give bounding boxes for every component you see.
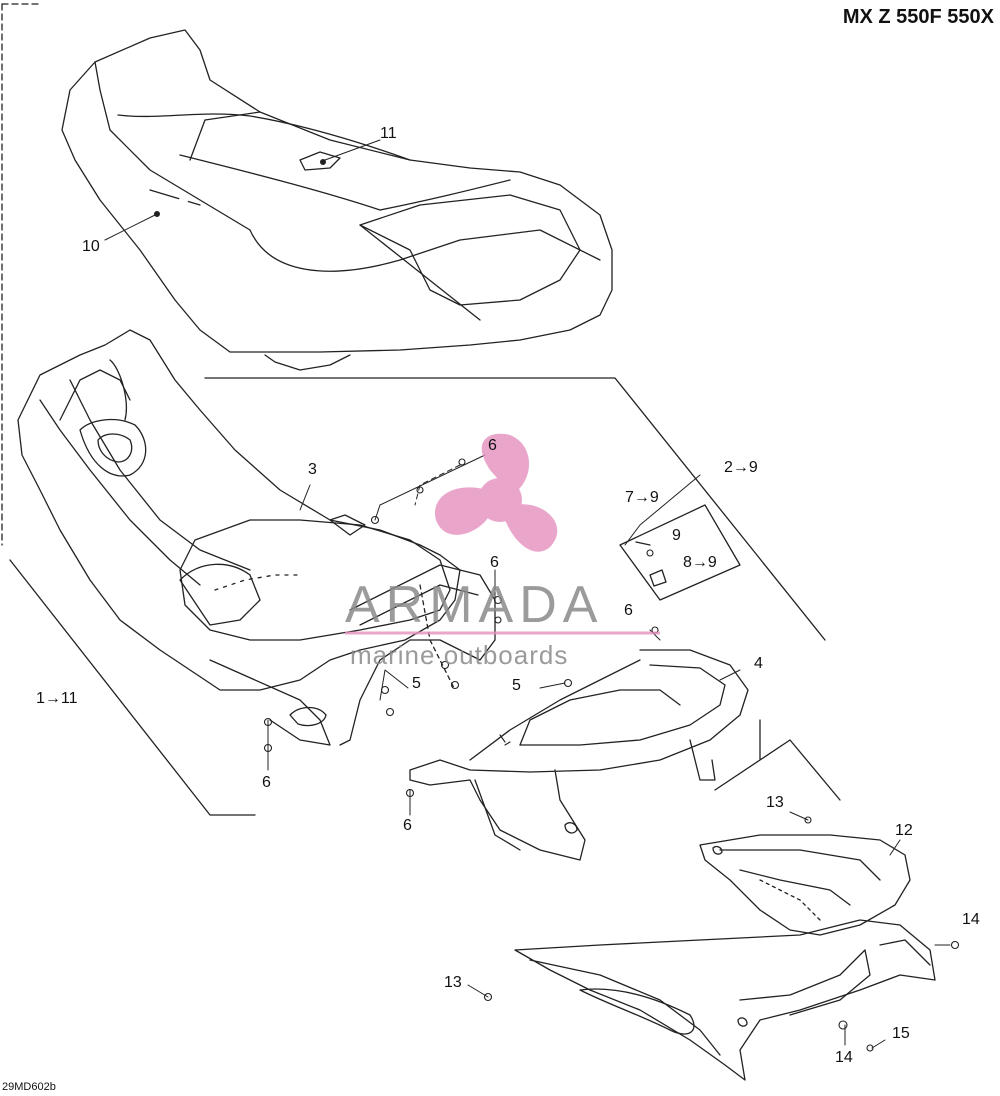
propeller-blade-left xyxy=(434,487,490,535)
propeller-hub xyxy=(478,478,522,522)
frame-corner-mark xyxy=(1,3,41,546)
propeller-blade-right xyxy=(505,504,558,552)
callout-14: 14 xyxy=(962,911,980,928)
assembly-boundary-left xyxy=(9,559,256,816)
callout-11: 11 xyxy=(380,125,397,142)
drawing-code: 29MD602b xyxy=(2,1081,56,1093)
callout-7-to-9: 7→9 xyxy=(625,489,659,506)
callout-12: 12 xyxy=(895,822,913,839)
callout-4: 4 xyxy=(754,655,763,672)
assembly-boundary-upper xyxy=(204,377,826,641)
side-panel-upper-drawing xyxy=(699,834,911,936)
watermark-brand: ARMADA xyxy=(345,576,604,634)
watermark-tagline: marine outboards xyxy=(350,640,569,670)
callout-6: 6 xyxy=(624,602,633,619)
callout-15: 15 xyxy=(892,1025,910,1042)
callout-2-to-9: 2→9 xyxy=(724,459,758,476)
rear-bumper-drawing xyxy=(409,649,749,861)
watermark-logo xyxy=(345,433,660,635)
leader-lines xyxy=(104,139,951,1049)
callout-5: 5 xyxy=(512,677,521,694)
callout-6: 6 xyxy=(488,437,497,454)
callout-3: 3 xyxy=(308,461,317,478)
callout-10: 10 xyxy=(82,238,100,255)
callout-9: 9 xyxy=(672,527,681,544)
callout-6: 6 xyxy=(403,817,412,834)
callout-8-to-9: 8→9 xyxy=(683,554,717,571)
assembly-boundary-lower xyxy=(714,719,841,801)
seat-base-drawing xyxy=(17,329,461,746)
fastener-detail-box xyxy=(619,504,741,601)
propeller-blade-top xyxy=(481,433,530,495)
mounting-bracket-drawing xyxy=(339,564,496,746)
callout-5: 5 xyxy=(412,675,421,692)
callout-14: 14 xyxy=(835,1049,853,1066)
callout-6: 6 xyxy=(490,554,499,571)
callout-13: 13 xyxy=(766,794,784,811)
callout-13: 13 xyxy=(444,974,462,991)
callout-1-to-11: 1→11 xyxy=(36,690,78,707)
hardware-fasteners xyxy=(263,458,960,1052)
callout-6: 6 xyxy=(262,774,271,791)
model-title: MX Z 550F 550X xyxy=(842,6,994,28)
side-panel-lower-drawing xyxy=(514,919,936,1081)
seat-drawing xyxy=(61,29,613,371)
